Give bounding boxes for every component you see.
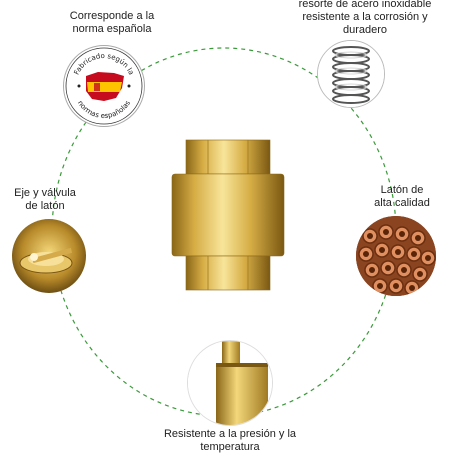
spain-norm-label: Corresponde a la norma española [69,10,155,35]
spring-label: resorte de acero inoxidable resistente a… [298,0,432,36]
copper-pipes-image [356,216,436,296]
pressure-label: Resistente a la presión y la temperatura [163,428,297,453]
valve-axis-image [12,219,86,293]
axis-label: Eje y válvula de latón [14,187,76,212]
brass-label: Latón de alta calidad [374,184,430,209]
pressure-detail-image [187,340,273,426]
brass-check-valve [171,139,285,291]
spain-norm-badge: Fabricado según la normas españolas [63,45,145,127]
spring-image [317,40,385,108]
